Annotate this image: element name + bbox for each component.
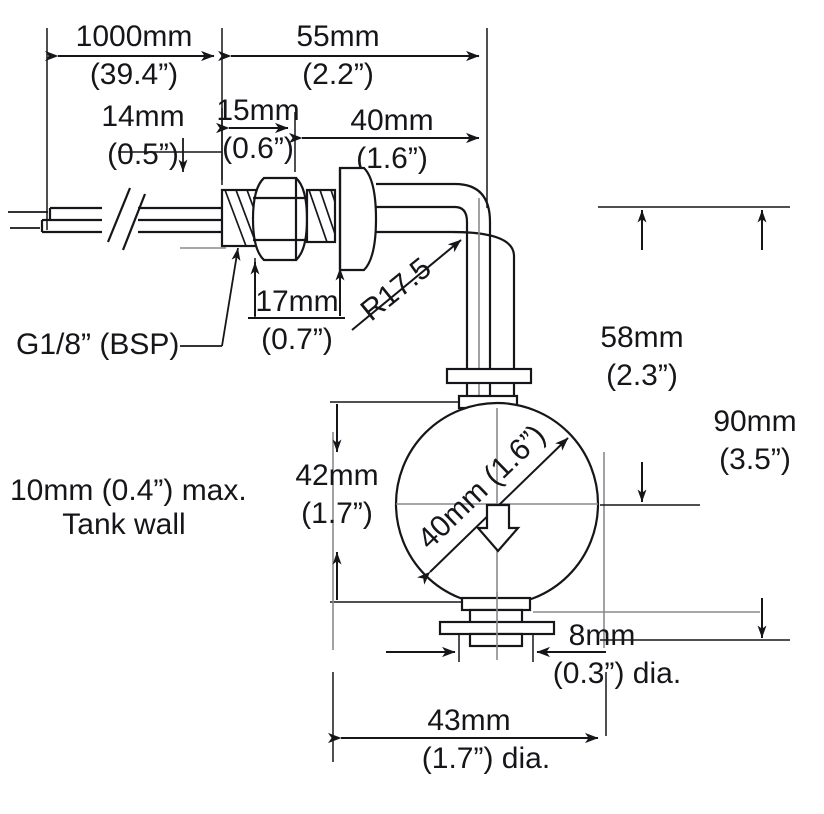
thread-spec-label: G1/8” (BSP) [16,328,179,361]
dim-40mm-mm: 40mm [350,104,433,137]
dimension-55mm: 55mm (2.2”) [218,20,480,91]
dimension-8mm: 8mm (0.3”) dia. [386,619,681,690]
dim-58mm-mm: 58mm [600,321,683,354]
annotation-thread-spec: G1/8” (BSP) [16,247,241,361]
dim-8mm-mm: 8mm [569,619,636,652]
dim-15mm-inch: (0.6”) [222,132,294,165]
dim-14mm-inch: (0.5”) [107,138,179,171]
dim-1000mm-mm: 1000mm [76,20,193,53]
dim-90mm-inch: (3.5”) [719,443,791,476]
dimension-17mm: 17mm (0.7”) [248,262,345,356]
dimension-58mm: 58mm (2.3”) [600,210,684,502]
dim-55mm-mm: 55mm [296,20,379,53]
down-arrow-icon [475,503,521,553]
second-thread-section [305,188,337,244]
dimension-90mm: 90mm (3.5”) [713,210,797,638]
dim-14mm-mm: 14mm [101,100,184,133]
dim-8mm-inch: (0.3”) dia. [553,657,681,690]
dimension-1000mm: 1000mm (39.4”) [45,20,215,91]
dim-40mm-inch: (1.6”) [356,142,428,175]
dim-17mm-mm: 17mm [255,285,338,318]
dimension-15mm: 15mm (0.6”) [216,94,300,165]
dim-42mm-mm: 42mm [295,459,378,492]
hex-nut [251,176,309,262]
dim-58mm-inch: (2.3”) [606,359,678,392]
dim-42mm-inch: (1.7”) [301,497,373,530]
dim-43mm-inch: (1.7”) dia. [422,742,550,775]
flange-washer [338,166,378,272]
dimension-40mm: 40mm (1.6”) [289,104,480,175]
lower-stem-assembly [438,592,556,660]
dim-1000mm-inch: (39.4”) [90,58,178,91]
dim-43mm-mm: 43mm [427,704,510,737]
tank-wall-line-2: Tank wall [62,508,185,541]
dim-55mm-inch: (2.2”) [302,58,374,91]
annotation-tank-wall: 10mm (0.4”) max. Tank wall [10,474,247,541]
break-line-symbol [102,187,147,256]
dim-90mm-mm: 90mm [713,405,796,438]
dimension-42mm: 42mm (1.7”) [295,404,379,600]
dimension-14mm: 14mm (0.5”) [101,100,188,172]
dimension-43mm: 43mm (1.7”) dia. [328,704,599,775]
tank-wall-line-1: 10mm (0.4”) max. [10,474,247,507]
dim-17mm-inch: (0.7”) [261,323,333,356]
dim-15mm-mm: 15mm [216,94,299,127]
